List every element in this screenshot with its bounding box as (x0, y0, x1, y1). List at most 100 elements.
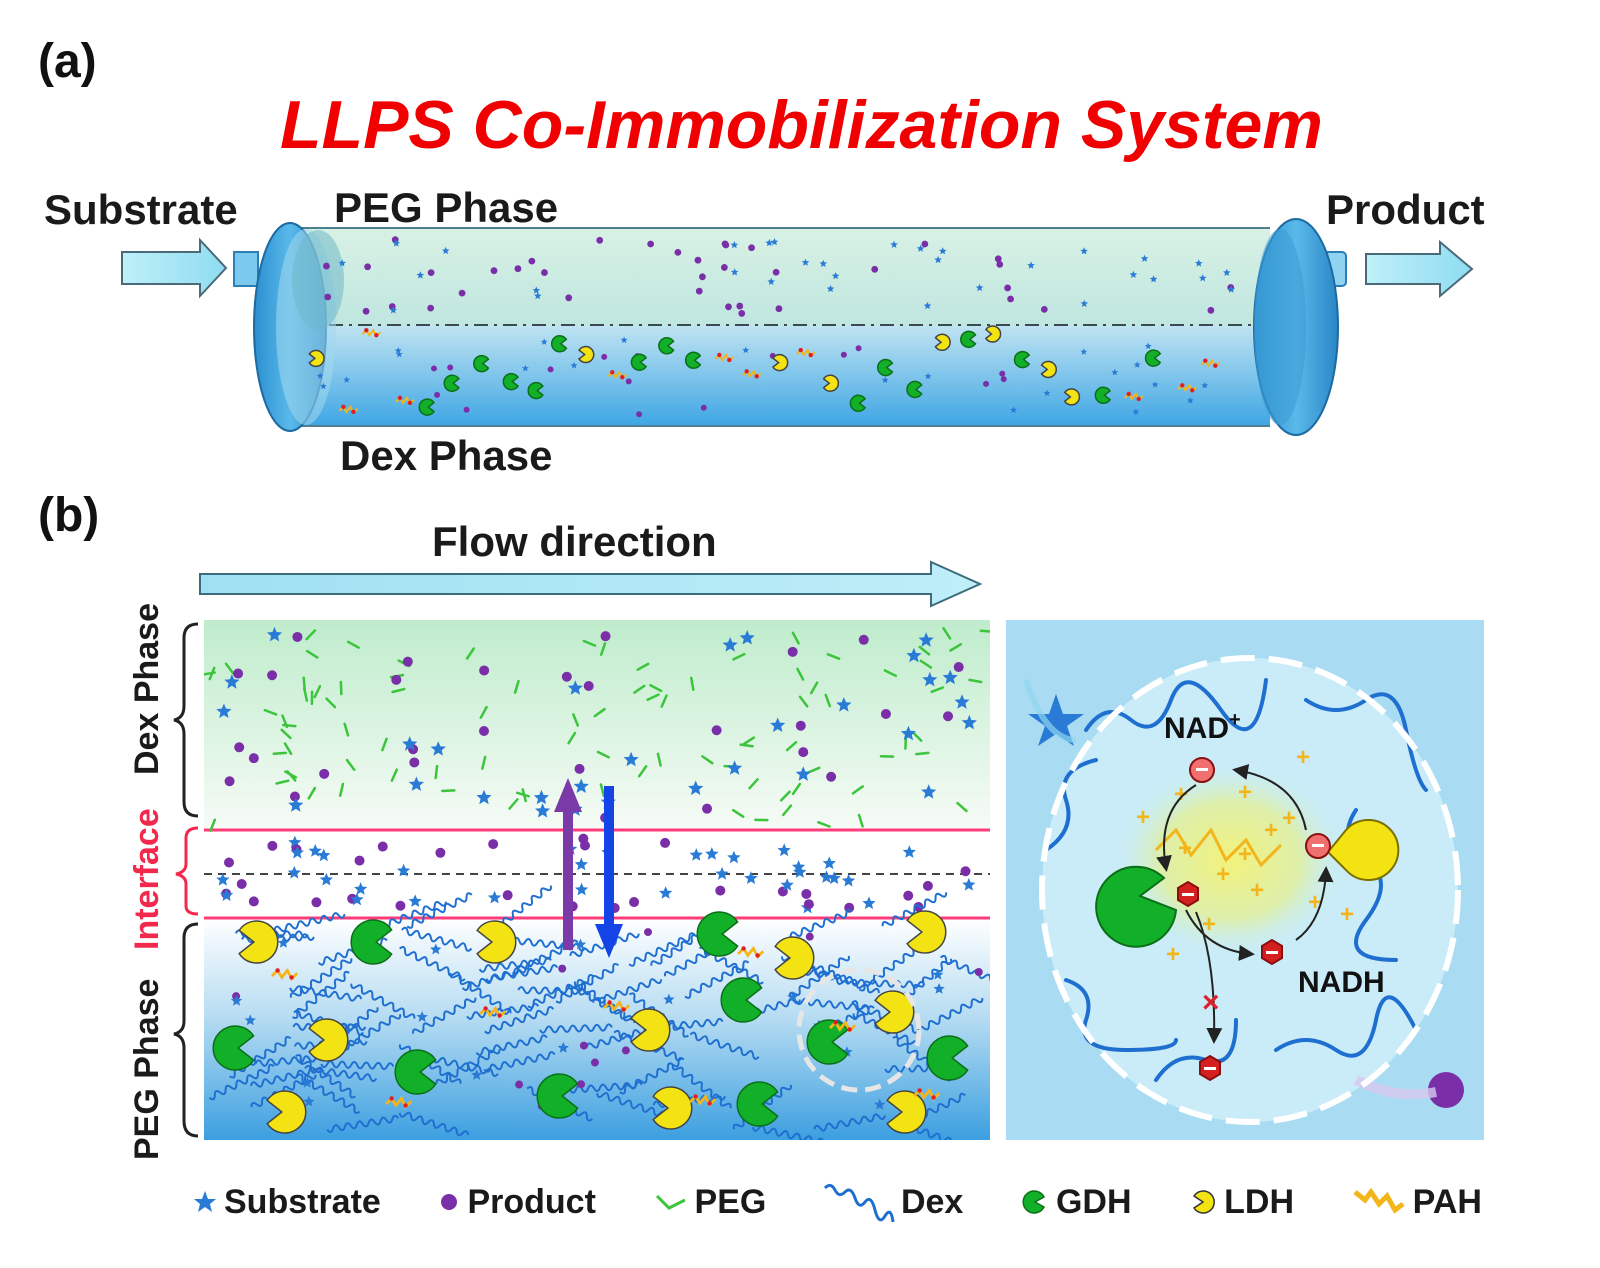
dex-chain (512, 936, 586, 952)
phase-braces (173, 622, 199, 1138)
dex-chain (858, 946, 919, 992)
pah-node (931, 1095, 936, 1100)
legend-item-dex: Dex (823, 1182, 963, 1222)
substrate-star (557, 1041, 569, 1053)
substrate-star (532, 286, 541, 294)
product-dot (561, 671, 572, 682)
peg-strand (280, 728, 292, 740)
peg-strand (739, 743, 754, 748)
product-dot (921, 240, 929, 248)
product-dot (644, 928, 653, 937)
dex-chain (788, 955, 850, 998)
peg-strand (636, 662, 650, 671)
product-dot (715, 885, 726, 896)
substrate-star (1010, 406, 1017, 413)
substrate-star (395, 350, 403, 358)
product-dot (479, 665, 490, 676)
dex-chain (917, 997, 984, 1031)
peg-strand (701, 755, 714, 765)
dex-chain (751, 1125, 825, 1140)
peg-strand (785, 740, 798, 752)
peg-strand (275, 779, 290, 785)
pah-node (755, 953, 760, 958)
product-dot (377, 841, 388, 852)
peg-strand (911, 730, 923, 742)
product-dot (590, 1058, 599, 1067)
dex-chain (289, 958, 353, 998)
gdh-enzyme (720, 977, 763, 1023)
peg-strand (781, 804, 793, 817)
substrate-star (1129, 270, 1138, 278)
ldh-enzyme (238, 920, 279, 964)
dex-chain (485, 964, 559, 983)
substrate-star (416, 271, 425, 279)
substrate-star (975, 283, 984, 292)
substrate-star (620, 336, 628, 344)
substrate-star (1080, 348, 1088, 355)
product-dot (720, 264, 728, 271)
dot-icon (441, 1194, 458, 1210)
peg-strand (204, 671, 216, 676)
product-dot (565, 294, 573, 302)
substrate-star (727, 760, 743, 775)
peg-strand (748, 778, 759, 790)
substrate-star (1132, 408, 1140, 415)
plus-charge: + (1166, 941, 1180, 968)
cross-section-diagram (204, 620, 990, 1140)
product-dot (362, 307, 370, 315)
pah-node (1203, 358, 1208, 363)
legend-item-gdh: GDH (1020, 1183, 1132, 1222)
peg-strand (956, 801, 968, 813)
product-dot (994, 255, 1002, 263)
substrate-star (688, 780, 704, 795)
substrate-star (567, 680, 583, 695)
substrate-star (570, 361, 578, 369)
substrate-star (487, 890, 502, 904)
dex-chain (350, 983, 416, 1019)
substrate-star (932, 968, 944, 980)
substrate-star (663, 993, 675, 1005)
substrate-star (744, 871, 758, 884)
substrate-star (819, 259, 828, 267)
dex-chain (671, 1064, 732, 1109)
pah-node (808, 352, 813, 358)
product-dot (871, 265, 879, 273)
substrate-star (1198, 274, 1207, 282)
substrate-star (471, 1069, 483, 1080)
peg-strand (633, 684, 646, 694)
product-dot (943, 711, 954, 722)
legend-item-product: Product (437, 1183, 596, 1222)
substrate-star (408, 894, 422, 907)
gdh-enzyme (926, 1035, 969, 1081)
gdh-enzyme (502, 372, 519, 391)
gdh-enzyme (736, 1081, 779, 1127)
dex-chain (555, 962, 619, 1004)
substrate-star (922, 671, 938, 687)
peg-strand (942, 627, 952, 640)
plus-charge: + (1216, 861, 1230, 888)
product-dot (1007, 295, 1014, 303)
peg-strand (824, 693, 832, 708)
dex-chain (295, 1054, 356, 1099)
product-dot (996, 260, 1004, 268)
substrate-star (933, 983, 945, 994)
product-dot (1040, 305, 1048, 313)
product-dot (775, 305, 783, 313)
ldh-enzyme (984, 325, 1002, 343)
substrate-star (216, 873, 230, 886)
peg-strand (513, 679, 520, 694)
product-dot (1207, 306, 1215, 314)
substrate-star (1043, 389, 1051, 397)
product-dot (880, 708, 891, 719)
pah-node (917, 1088, 922, 1093)
dex-chain (320, 1060, 395, 1071)
flow-direction-label: Flow direction (432, 518, 717, 565)
peg-strand (599, 783, 606, 798)
nadh-label: NADH (1298, 966, 1385, 999)
gdh-enzyme (696, 911, 739, 957)
product-dot (583, 681, 594, 692)
substrate-star (319, 872, 333, 886)
ldh-enzyme (874, 990, 915, 1034)
peg-strand (732, 652, 746, 661)
product-dot (324, 293, 332, 301)
